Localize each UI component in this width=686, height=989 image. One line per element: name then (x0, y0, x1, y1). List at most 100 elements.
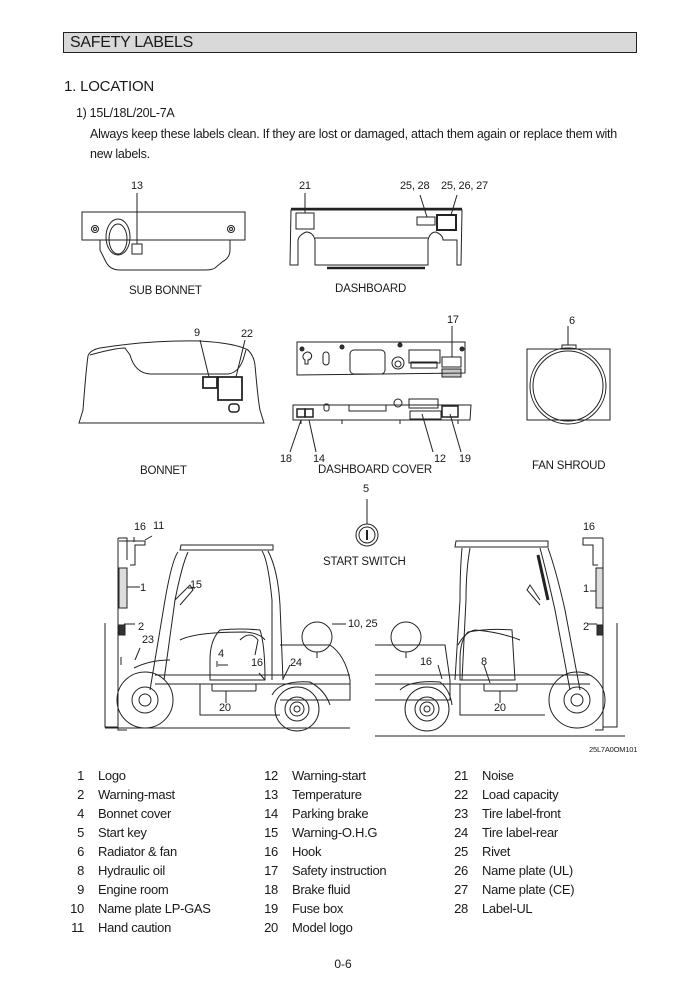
legend-item-label: Brake fluid (292, 882, 351, 897)
legend-item-number: 4 (77, 806, 84, 821)
dashboard-caption: DASHBOARD (335, 283, 407, 295)
bonnet-drawing (79, 340, 264, 423)
callout-2: 2 (138, 621, 144, 633)
legend-item-label: Safety instruction (292, 863, 387, 878)
legend-item-number: 22 (454, 787, 468, 802)
callout-24: 24 (290, 657, 302, 669)
callout-4: 4 (218, 648, 224, 660)
legend-item: 6 Radiator & fan (58, 844, 211, 863)
start-switch-caption: START SWITCH (323, 556, 406, 568)
legend-item-number: 15 (264, 825, 278, 840)
legend-item: 17 Safety instruction (252, 863, 387, 882)
dashboard-drawing (290, 193, 462, 268)
sub-bonnet-caption: SUB BONNET (129, 285, 202, 297)
legend-item-number: 12 (264, 768, 278, 783)
figure-code: 25L7A0OM101 (589, 745, 638, 754)
legend-item-label: Model logo (292, 920, 353, 935)
callout-19: 19 (459, 453, 471, 465)
legend-item-number: 21 (454, 768, 468, 783)
legend-item: 15 Warning-O.H.G (252, 825, 386, 844)
legend-item-number: 5 (77, 825, 84, 840)
callout-16-right: 16 (583, 521, 595, 533)
legend-item-label: Warning-mast (98, 787, 175, 802)
callout-10-25: 10, 25 (348, 618, 378, 630)
location-heading: 1. LOCATION (64, 78, 155, 95)
instruction-paragraph: Always keep these labels clean. If they … (90, 127, 617, 161)
legend-item-label: Hand caution (98, 920, 172, 935)
legend-item-number: 8 (77, 863, 84, 878)
legend-item-label: Noise (482, 768, 514, 783)
legend-item-label: Radiator & fan (98, 844, 177, 859)
legend-item-number: 28 (454, 901, 468, 916)
legend-item-label: Engine room (98, 882, 169, 897)
callout-21: 21 (299, 180, 311, 192)
legend-item-label: Label-UL (482, 901, 533, 916)
legend-item-number: 16 (264, 844, 278, 859)
legend-item-number: 20 (264, 920, 278, 935)
callout-13: 13 (131, 180, 143, 192)
legend-item: 10 Name plate LP-GAS (58, 901, 211, 920)
legend-item-number: 2 (77, 787, 84, 802)
fan-shroud-caption: FAN SHROUD (532, 460, 606, 472)
callout-1: 1 (140, 582, 146, 594)
legend-item-number: 23 (454, 806, 468, 821)
legend-item: 2 Warning-mast (58, 787, 211, 806)
callout-16b-right: 16 (420, 656, 432, 668)
callout-20: 20 (219, 702, 231, 714)
callout-6: 6 (569, 315, 575, 327)
legend-item: 28 Label-UL (442, 901, 574, 920)
legend-item-number: 24 (454, 825, 468, 840)
legend-item-number: 26 (454, 863, 468, 878)
callout-23: 23 (142, 634, 154, 646)
callout-5: 5 (363, 483, 369, 495)
legend-item-label: Warning-O.H.G (292, 825, 378, 840)
callout-18: 18 (280, 453, 292, 465)
section-title-bar: SAFETY LABELS (63, 32, 637, 53)
callout-2-right: 2 (583, 621, 589, 633)
callout-25-26-27: 25, 26, 27 (441, 180, 488, 192)
legend-item-label: Fuse box (292, 901, 344, 916)
legend-item-number: 13 (264, 787, 278, 802)
callout-11: 11 (153, 520, 165, 532)
legend-item: 4 Bonnet cover (58, 806, 211, 825)
legend-item-number: 6 (77, 844, 84, 859)
legend-item-label: Parking brake (292, 806, 369, 821)
legend-item: 13 Temperature (252, 787, 386, 806)
legend-item-number: 17 (264, 863, 278, 878)
legend-item: 22 Load capacity (442, 787, 574, 806)
legend-item-number: 9 (77, 882, 84, 897)
legend-item-label: Load capacity (482, 787, 559, 802)
legend-item-label: Name plate (CE) (482, 882, 575, 897)
dashboard-cover-top-drawing (297, 326, 465, 377)
legend-item-label: Logo (98, 768, 126, 783)
callout-12: 12 (434, 453, 446, 465)
legend-item: 5 Start key (58, 825, 211, 844)
callout-9: 9 (194, 327, 200, 339)
legend-item-label: Start key (98, 825, 147, 840)
legend-item-label: Temperature (292, 787, 362, 802)
callout-22: 22 (241, 328, 253, 340)
callout-8: 8 (481, 656, 487, 668)
legend-item-label: Tire label-rear (482, 825, 558, 840)
sub-bonnet-drawing (82, 193, 245, 270)
legend-item-number: 10 (70, 901, 84, 916)
legend-item-label: Name plate LP-GAS (98, 901, 211, 916)
bonnet-caption: BONNET (140, 465, 187, 477)
page-number: 0-6 (334, 957, 352, 971)
callout-20-right: 20 (494, 702, 506, 714)
legend-item: 26 Name plate (UL) (442, 863, 574, 882)
legend-item-label: Name plate (UL) (482, 863, 573, 878)
callout-1-right: 1 (583, 583, 589, 595)
legend-item-label: Bonnet cover (98, 806, 172, 821)
fan-shroud-drawing (527, 326, 610, 424)
